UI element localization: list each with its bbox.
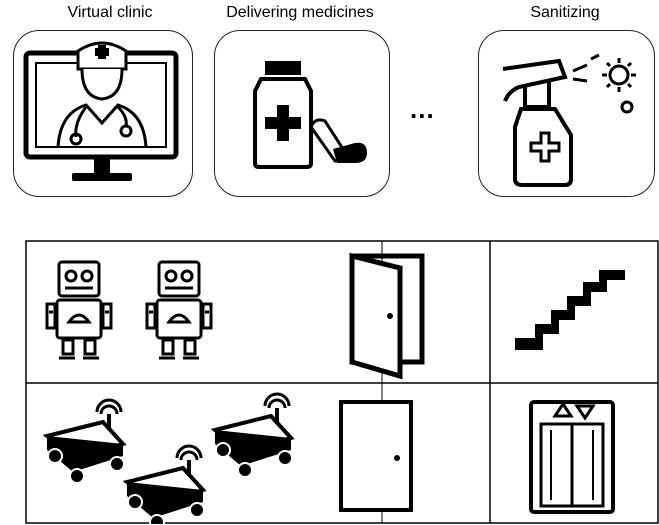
task-card-virtual-clinic — [13, 30, 193, 197]
spray-bottle-icon — [502, 53, 636, 187]
task-label-virtual-clinic: Virtual clinic — [67, 4, 153, 21]
wireless-cart-robot-icon — [42, 398, 127, 484]
task-label-delivering-medicines: Delivering medicines — [226, 4, 374, 21]
wireless-cart-robot-icon — [210, 392, 295, 478]
task-card-delivering-medicines — [214, 30, 390, 197]
robot-icon — [145, 260, 213, 360]
robot-environment-grid — [25, 240, 659, 524]
closed-door-icon — [339, 400, 413, 512]
grid-frame — [25, 240, 659, 524]
task-card-sanitizing — [478, 30, 655, 197]
robot-icon — [45, 260, 113, 360]
open-door-icon — [349, 252, 425, 380]
stairs-icon — [515, 270, 625, 350]
elevator-icon — [529, 400, 615, 514]
wireless-cart-robot-icon — [122, 444, 207, 524]
task-label-sanitizing: Sanitizing — [530, 4, 600, 21]
doctor-monitor-icon — [23, 41, 179, 181]
ellipsis: ... — [410, 94, 435, 124]
medicine-bottle-pills-icon — [253, 61, 367, 169]
